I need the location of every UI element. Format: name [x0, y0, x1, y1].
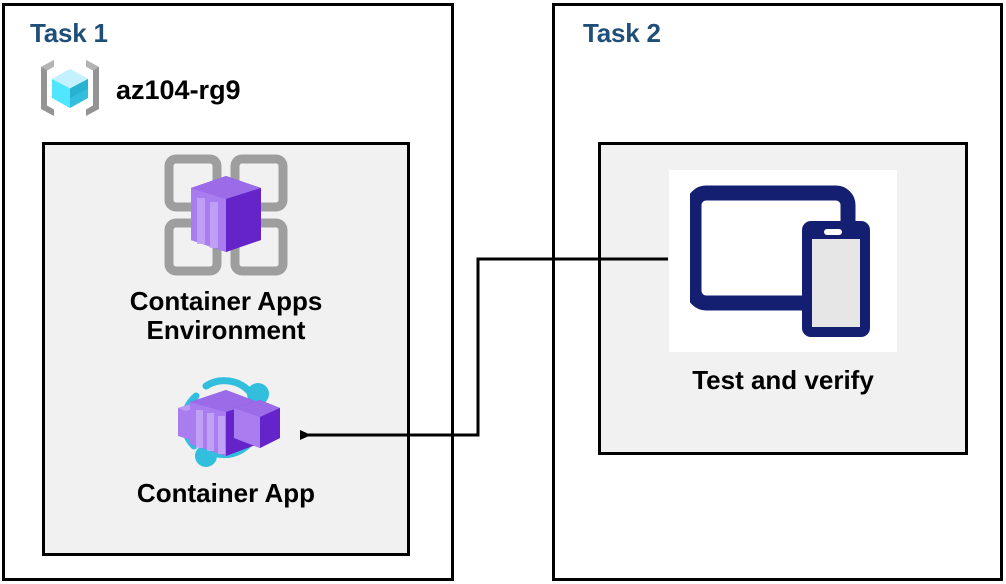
container-app-label: Container App	[136, 478, 316, 508]
node-container-app: Container App	[42, 372, 410, 508]
container-apps-environment-label: Container Apps Environment	[129, 286, 323, 346]
resource-group-icon	[36, 57, 104, 124]
test-icon-plate	[669, 170, 897, 352]
resource-group-row: az104-rg9	[36, 57, 241, 124]
task-2-title: Task 2	[583, 18, 661, 48]
container-apps-environment-icon	[162, 152, 290, 283]
devices-test-icon	[686, 179, 876, 344]
node-test-and-verify: Test and verify	[598, 170, 968, 395]
node-container-apps-environment: Container Apps Environment	[42, 152, 410, 346]
resource-group-label: az104-rg9	[116, 75, 241, 105]
container-app-icon	[162, 372, 290, 473]
task-1-title: Task 1	[30, 18, 108, 48]
test-and-verify-label: Test and verify	[692, 365, 874, 395]
